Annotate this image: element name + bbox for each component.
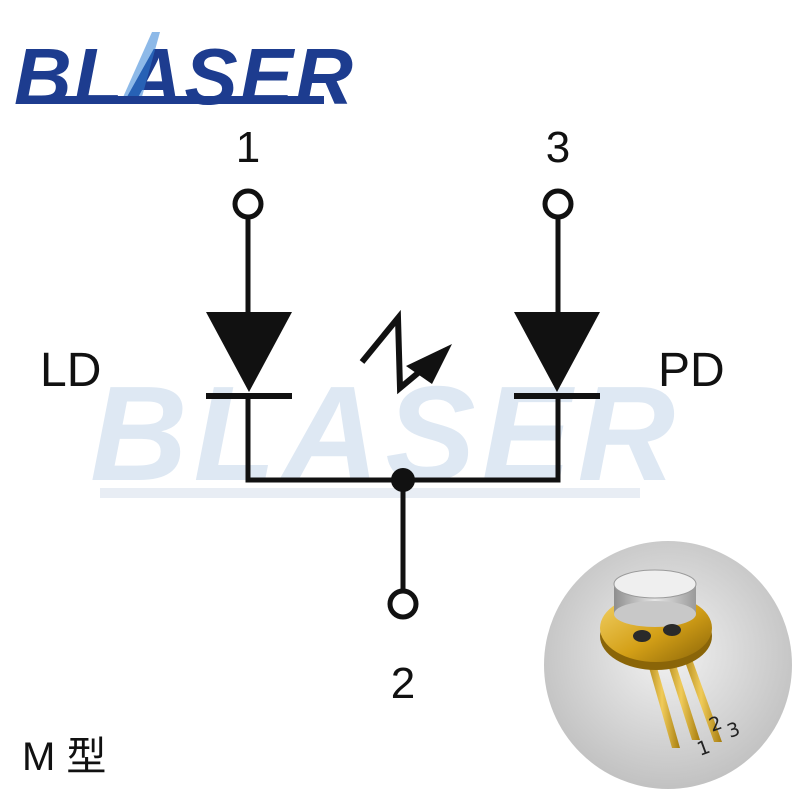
model-label: M 型 — [22, 735, 106, 779]
laser-diode-symbol — [206, 312, 292, 399]
logo-underline — [24, 96, 324, 104]
watermark-text: BLASER — [90, 358, 681, 509]
ld-label: LD — [40, 344, 101, 397]
pin-1-label: 1 — [236, 123, 260, 172]
pd-triangle — [514, 312, 600, 392]
pin-2-terminal — [387, 588, 419, 620]
product-photo: 1 2 3 — [540, 538, 800, 800]
light-arrow-icon — [359, 309, 452, 395]
photodiode-symbol — [514, 312, 600, 399]
junction-dot — [391, 468, 415, 492]
brand-logo: BLASER — [14, 32, 355, 121]
pin-1-terminal — [232, 188, 264, 220]
laser-pins — [644, 646, 722, 748]
brand-logo-text: BLASER — [14, 32, 355, 121]
pd-label: PD — [658, 344, 725, 397]
ld-triangle — [206, 312, 292, 392]
pin-2-label: 2 — [391, 659, 415, 708]
pin-3-terminal — [542, 188, 574, 220]
watermark-underline — [100, 488, 640, 498]
watermark-logo: BLASER — [90, 358, 681, 509]
logo-accent-shape — [120, 32, 160, 104]
pin-3-label: 3 — [546, 123, 570, 172]
